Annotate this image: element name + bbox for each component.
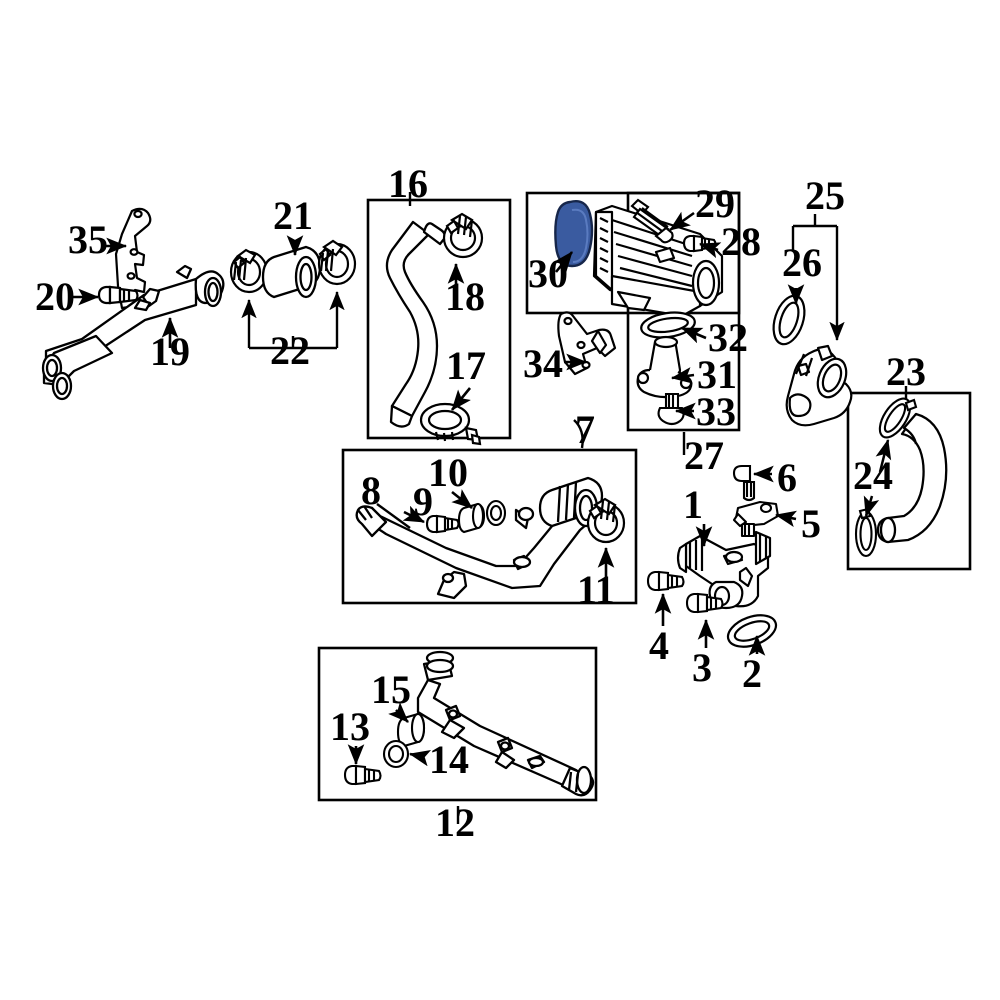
group-boxes [317, 191, 972, 802]
callout-label-21[interactable]: 21 [273, 193, 313, 238]
grommet-14 [382, 739, 410, 769]
callout-label-29[interactable]: 29 [695, 181, 735, 226]
callout-label-1[interactable]: 1 [683, 482, 703, 527]
callout-label-25[interactable]: 25 [805, 173, 845, 218]
callout-label-4[interactable]: 4 [649, 623, 669, 668]
bushing-10a [457, 502, 486, 534]
callout-9-arrow [402, 505, 425, 524]
lower-radiator-hose-8 [355, 476, 604, 600]
callout-label-7[interactable]: 7 [575, 407, 595, 452]
callout-7-leader [573, 419, 584, 449]
hose-clamp-11 [586, 497, 626, 544]
callout-label-17[interactable]: 17 [446, 343, 486, 388]
heater-hose-23 [876, 412, 948, 544]
callout-label-6[interactable]: 6 [777, 455, 797, 500]
hose-clamp-17 [419, 402, 482, 446]
sensor-bolt-6 [732, 464, 756, 502]
callout-label-31[interactable]: 31 [697, 352, 737, 397]
callout-31-arrow [670, 367, 695, 384]
rubber-sleeve-21 [261, 245, 322, 299]
temperature-sensor-5 [732, 500, 780, 538]
coolant-tee-1 [676, 530, 772, 610]
bolt-4 [646, 570, 685, 592]
o-ring-2 [726, 614, 778, 648]
clamp-22-right [317, 239, 357, 286]
callout-32-arrow [681, 326, 707, 344]
mounting-bracket-34 [557, 311, 617, 376]
callout-label-12[interactable]: 12 [435, 800, 475, 845]
bushing-15 [396, 712, 426, 748]
callout-label-10[interactable]: 10 [428, 450, 468, 495]
callout-label-34[interactable]: 34 [523, 341, 563, 386]
callout-label-15[interactable]: 15 [371, 667, 411, 712]
box-27 [626, 191, 741, 432]
callout-label-26[interactable]: 26 [782, 240, 822, 285]
coolant-neck-31 [636, 335, 693, 399]
long-bolt-29 [630, 198, 674, 244]
intercooler-charge-pipe [592, 204, 724, 318]
callout-14-arrow [408, 750, 432, 767]
clamp-22-left [229, 248, 269, 294]
callout-24-arrows [863, 439, 892, 517]
callout-label-27[interactable]: 27 [684, 433, 724, 478]
clamp-24a [878, 397, 918, 439]
callout-label-22[interactable]: 22 [270, 328, 310, 373]
coolant-pipe-12 [416, 650, 595, 797]
callout-22-bracket [241, 291, 345, 350]
bracket-hole-c [126, 272, 136, 280]
callout-label-35[interactable]: 35 [68, 217, 108, 262]
upper-radiator-hose-16 [385, 220, 447, 428]
coolant-pipe-assembly [41, 264, 225, 401]
callout-label-33[interactable]: 33 [696, 389, 736, 434]
callout-label-32[interactable]: 32 [708, 315, 748, 360]
bolt-13 [343, 764, 382, 786]
callout-label-24[interactable]: 24 [853, 453, 893, 498]
callout-label-23[interactable]: 23 [886, 349, 926, 394]
throttle-body-25 [785, 344, 853, 427]
bolt-3 [685, 592, 724, 614]
callout-label-30[interactable]: 30 [528, 251, 568, 296]
callout-label-19[interactable]: 19 [150, 329, 190, 374]
box-16 [366, 198, 512, 440]
callout-label-11[interactable]: 11 [577, 567, 615, 612]
callout-5-arrow [774, 510, 798, 528]
callout-label-13[interactable]: 13 [330, 704, 370, 749]
callout-label-5[interactable]: 5 [801, 501, 821, 546]
callout-label-28[interactable]: 28 [721, 219, 761, 264]
bracket-hole-a [133, 209, 143, 219]
callout-label-2[interactable]: 2 [742, 651, 762, 696]
callout-17-arrow [450, 387, 472, 411]
throttle-body-o-ring-26 [772, 294, 806, 346]
callout-label-3[interactable]: 3 [692, 645, 712, 690]
bolt-33 [657, 392, 685, 426]
callout-29-arrow [669, 211, 695, 232]
bolt-9 [425, 514, 460, 534]
bracket-hole-b [129, 248, 139, 256]
box-23 [846, 391, 972, 571]
pipe-bolt-20 [97, 285, 139, 305]
callout-28-arrow [699, 242, 722, 259]
callout-10-arrow [451, 489, 473, 510]
callout-15-arrow [388, 702, 409, 723]
hose-clamp-18 [442, 212, 484, 259]
callout-label-16[interactable]: 16 [388, 161, 428, 206]
callout-label-20[interactable]: 20 [35, 274, 75, 319]
box-7 [341, 448, 638, 605]
box-12 [317, 646, 598, 802]
callout-30-arrow [553, 251, 574, 273]
callout-label-8[interactable]: 8 [361, 468, 381, 513]
callout-label-9[interactable]: 9 [413, 479, 433, 524]
callout-label-14[interactable]: 14 [429, 737, 469, 782]
callout-25-bracket [791, 214, 837, 340]
clamp-24b [854, 507, 878, 558]
callout-8-leader [376, 503, 411, 529]
bushing-10b [485, 499, 507, 527]
callout-label-18[interactable]: 18 [445, 274, 485, 319]
